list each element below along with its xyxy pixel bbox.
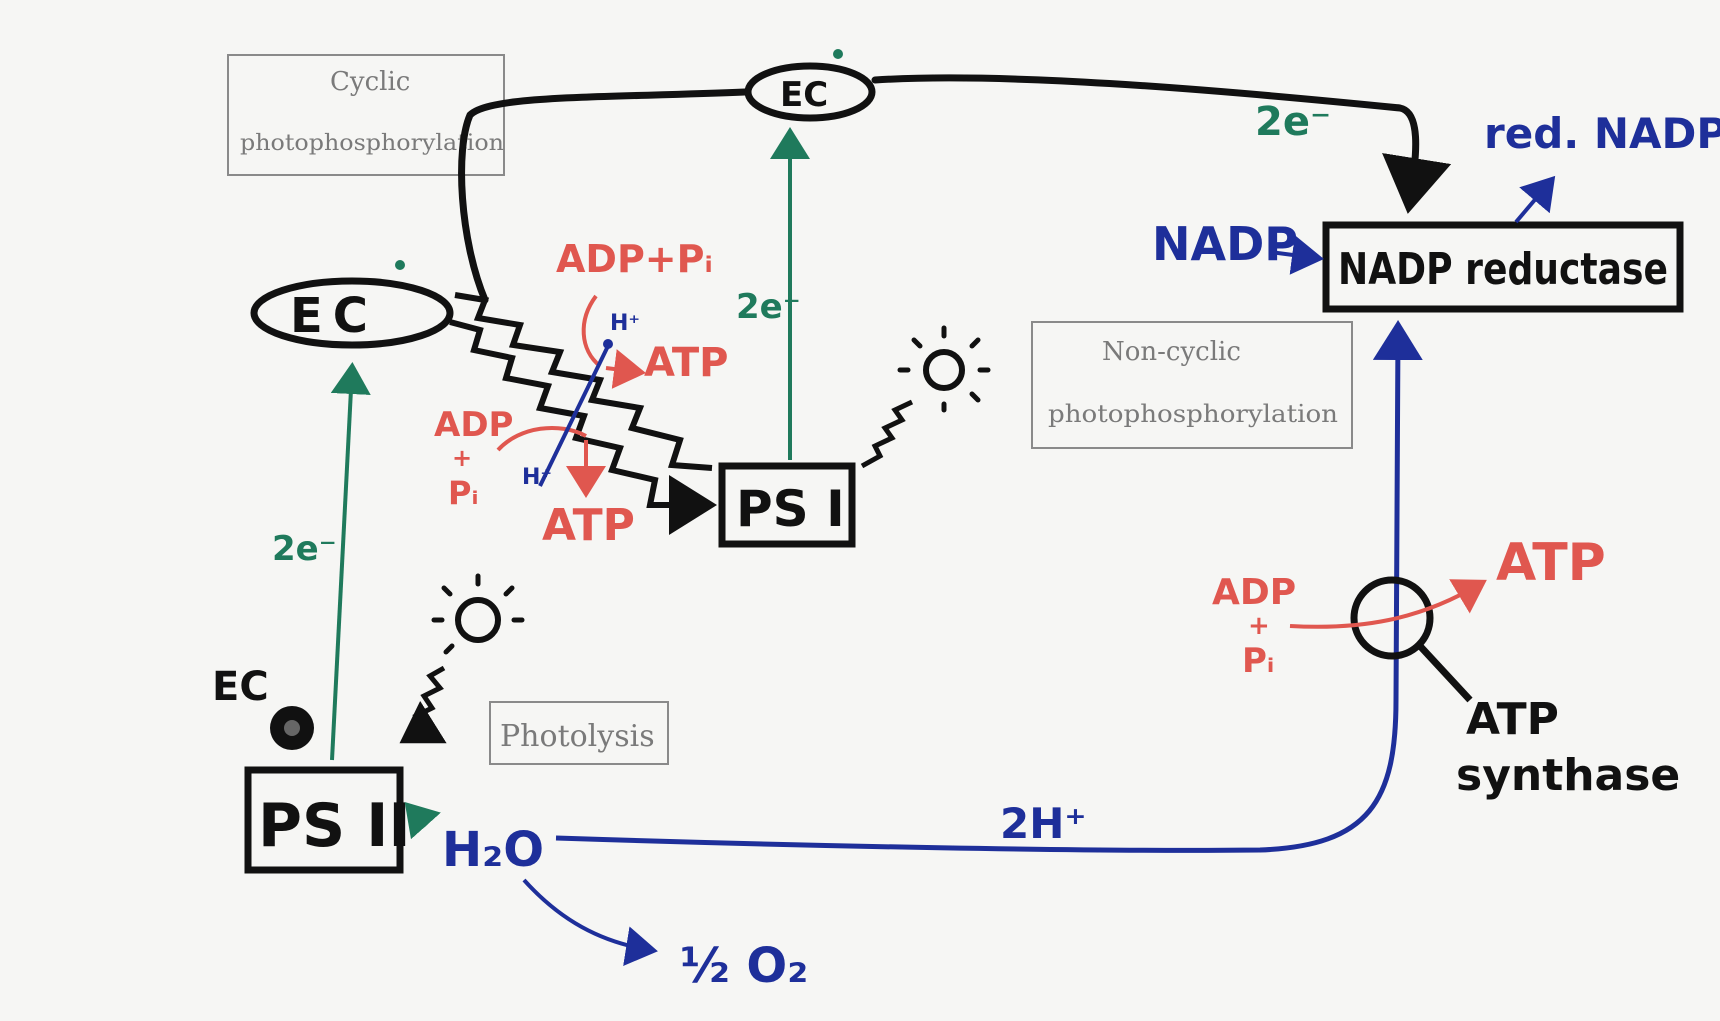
to-atp-top-arrow	[605, 349, 646, 389]
atp-synthase-label-line1: ATP	[1466, 694, 1559, 745]
atp-synthase-label-line2: synthase	[1456, 750, 1680, 801]
ec-top-dot	[833, 49, 843, 59]
electron-carrier-top	[744, 62, 876, 122]
adp-right-label: ADP	[1212, 572, 1296, 613]
two-h-plus-label: 2H⁺	[1000, 799, 1087, 848]
adp-to-atp-right-arrow	[1289, 579, 1487, 629]
photosystem-2-box	[244, 766, 404, 874]
adp-top-curve	[581, 294, 602, 368]
light-wave-ps1	[860, 399, 914, 469]
proton-channel-top	[603, 339, 613, 349]
nadp-label: NADP	[1152, 217, 1298, 271]
adp-pi-top-label: ADP+Pᵢ	[556, 237, 713, 281]
cyclic-label-line1: Cyclic	[330, 67, 410, 97]
half-o2-label: ½ O₂	[680, 938, 808, 994]
sun-icon-ps2	[431, 573, 525, 655]
atp-top-label: ATP	[644, 340, 728, 386]
atp-left-label: ATP	[542, 500, 635, 551]
ps2-to-ec-arrow	[330, 362, 371, 761]
adp-left-curve	[496, 425, 587, 452]
photosystem-1-box	[718, 462, 856, 548]
sun-icon-ps1	[897, 325, 991, 413]
cyclic-label-box	[227, 54, 505, 176]
proton-path	[555, 320, 1423, 853]
ec-top-to-nadp-path	[871, 74, 1452, 214]
photolysis-label-box	[489, 701, 669, 765]
atp-synthase-stalk	[1417, 643, 1473, 703]
ec-top-label: EC	[780, 75, 828, 115]
atp-right-label: ATP	[1496, 533, 1606, 593]
ec-small-disc-center	[284, 720, 300, 736]
zigzag-path-lower	[449, 319, 717, 535]
nadp-to-reductase-arrow	[1269, 235, 1324, 275]
noncyclic-label-line1: Non-cyclic	[1102, 337, 1241, 367]
pi-right-label: Pᵢ	[1242, 641, 1274, 681]
photolysis-label: Photolysis	[500, 719, 655, 754]
electron-carrier-left	[250, 277, 454, 349]
reductase-to-red-nadp-arrow	[1514, 175, 1556, 224]
pi-left-label: Pᵢ	[448, 474, 478, 512]
ps2-label: PS II	[258, 791, 411, 861]
red-nadp-label: red. NADP	[1484, 109, 1720, 158]
h2o-to-ps2-arrow	[404, 802, 441, 840]
ps1-label: PS I	[736, 480, 845, 538]
plus-right-label: +	[1248, 611, 1270, 641]
noncyclic-label-box	[1031, 321, 1353, 449]
noncyclic-label-line2: photophosphorylation	[1048, 400, 1338, 428]
top-electron-path	[458, 88, 749, 304]
zigzag-path-upper	[454, 292, 713, 471]
proton-channel-line	[538, 345, 610, 487]
nadp-reductase-label: NADP reductase	[1338, 244, 1668, 295]
nadp-reductase-box	[1322, 221, 1684, 313]
h2o-to-o2-arrow	[522, 878, 658, 966]
ec-left-dot	[395, 260, 405, 270]
ec-left-label: EC	[290, 288, 378, 344]
ec-small-label: EC	[212, 664, 269, 710]
h-plus-bottom: H⁺	[522, 465, 552, 490]
adp-left-label: ADP	[434, 405, 513, 445]
light-wave-ps2	[399, 665, 447, 744]
h-plus-top: H⁺	[610, 311, 640, 336]
h2o-label: H₂O	[442, 822, 544, 878]
plus-left-label: +	[452, 444, 472, 472]
atp-synthase-circle	[1350, 576, 1434, 660]
two-e-left: 2e⁻	[272, 529, 337, 569]
two-e-top: 2e⁻	[1255, 99, 1331, 145]
two-e-mid: 2e⁻	[736, 287, 801, 327]
